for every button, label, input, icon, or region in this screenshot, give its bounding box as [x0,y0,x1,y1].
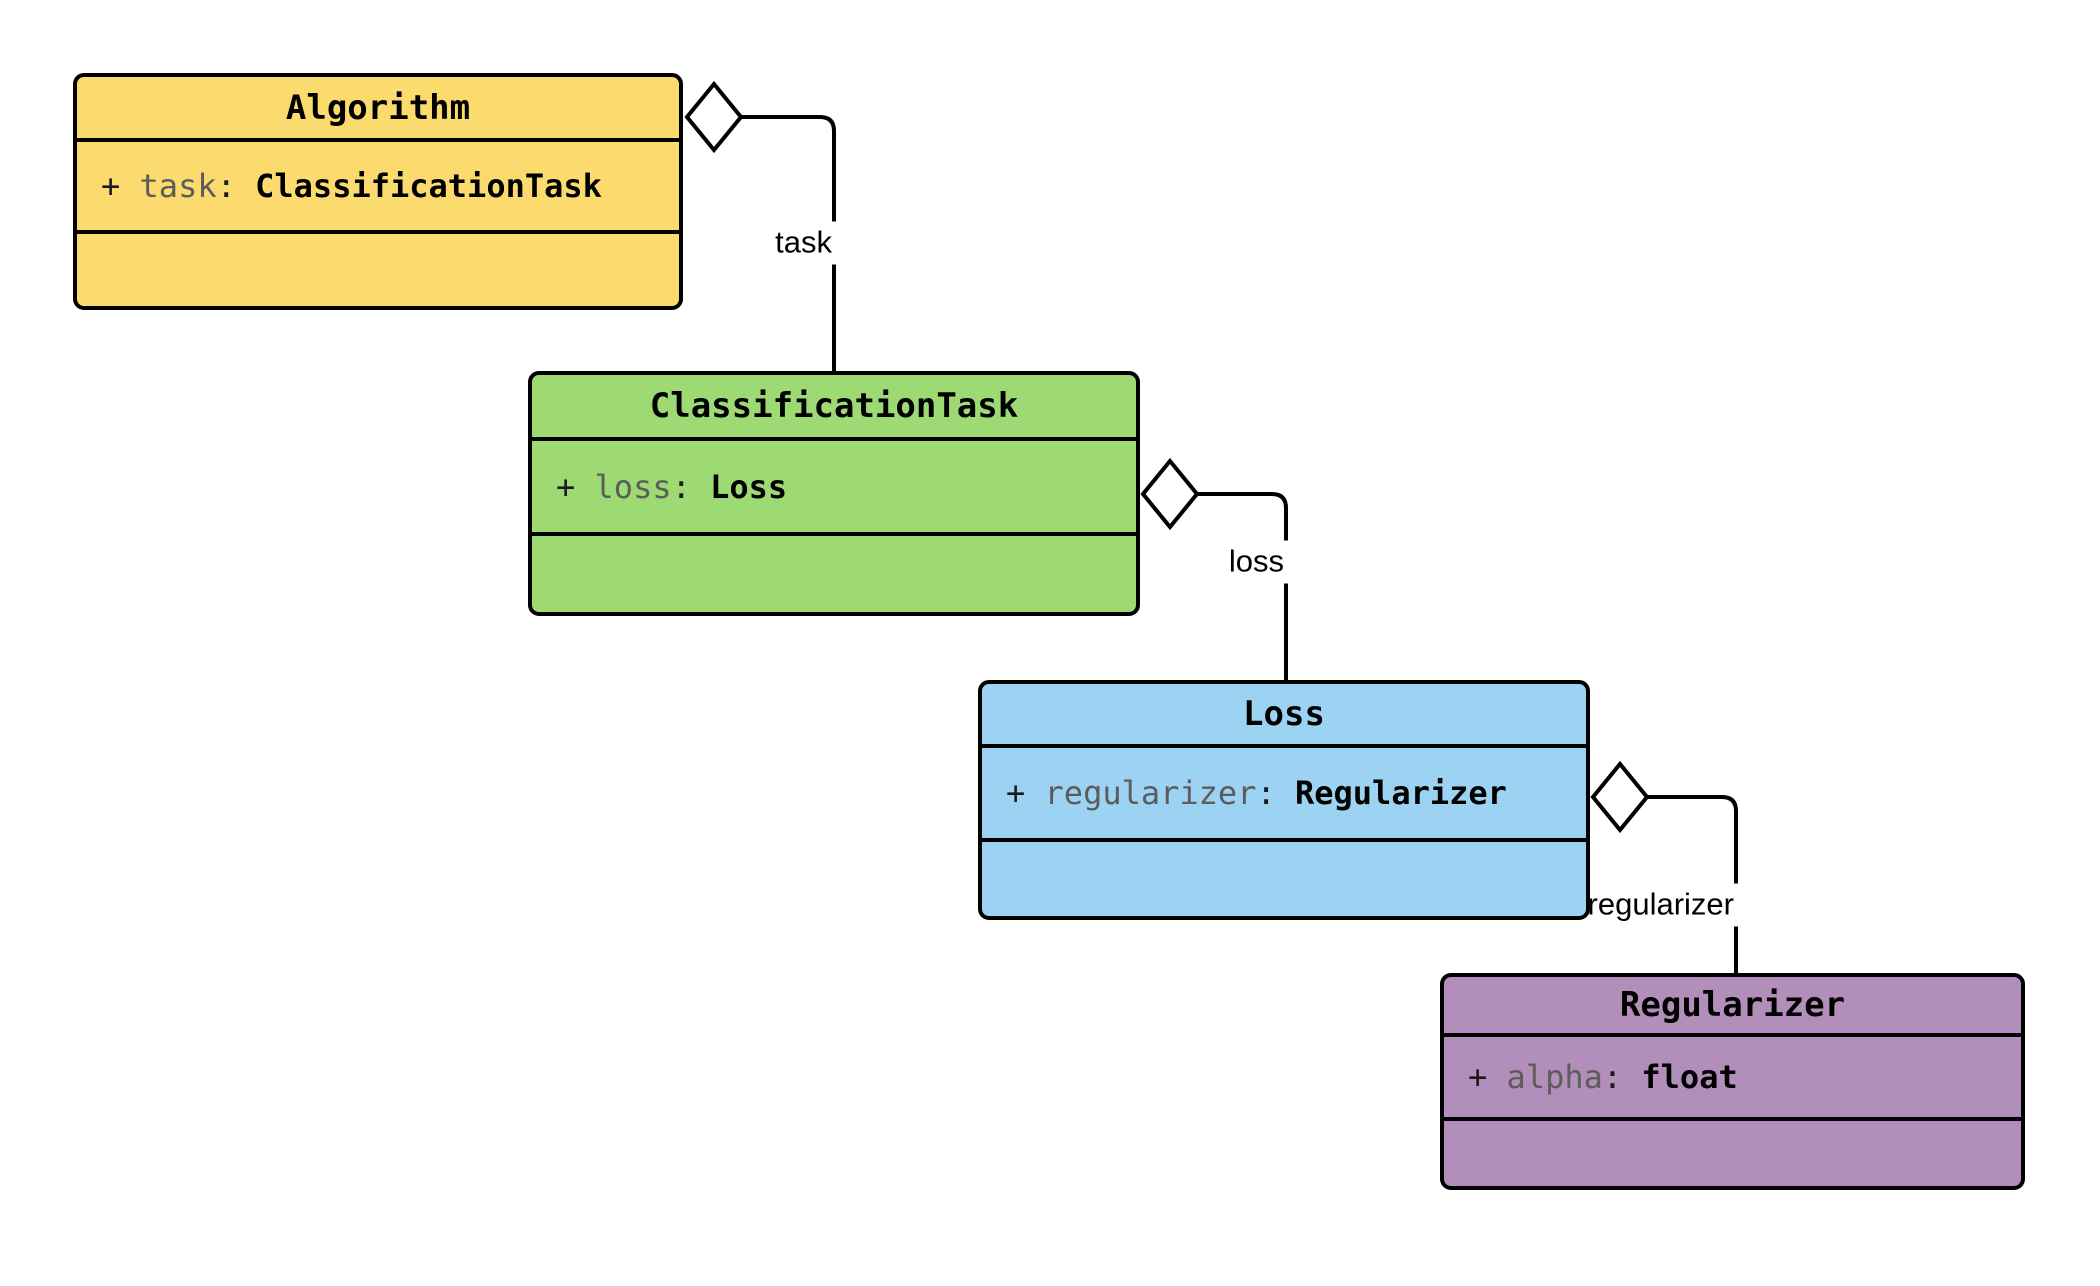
class-attributes-compartment-regularizer: + alpha: float [1444,1037,2021,1121]
attribute-colon: : [1256,774,1276,812]
class-methods-compartment-regularizer [1444,1121,2021,1186]
attribute-list-classificationtask: + loss: Loss [532,468,787,506]
class-methods-compartment-classificationtask [532,536,1136,612]
class-name-regularizer: Regularizer [1619,985,1846,1025]
attribute-type: ClassificationTask [255,167,602,205]
attribute-name: alpha [1506,1058,1603,1096]
attribute-name: regularizer [1044,774,1257,812]
attribute-visibility: + [556,467,576,506]
attribute-type: Regularizer [1294,774,1507,812]
class-box-classificationtask[interactable]: ClassificationTask + loss: Loss [528,371,1140,616]
class-methods-compartment-algorithm [77,234,679,306]
class-title-compartment-loss: Loss [982,684,1586,748]
class-box-loss[interactable]: Loss + regularizer: Regularizer [978,680,1590,920]
class-title-compartment-classificationtask: ClassificationTask [532,375,1136,441]
attribute-visibility: + [1468,1058,1488,1096]
aggregation-diamond-loss-regularizer [1590,760,1650,834]
attribute-list-loss: + regularizer: Regularizer [982,774,1507,812]
attribute-colon: : [216,167,236,205]
class-title-compartment-regularizer: Regularizer [1444,977,2021,1037]
class-attribute-row: + regularizer: Regularizer [982,774,1507,812]
attribute-type: float [1641,1058,1738,1096]
class-attribute-row: + task: ClassificationTask [77,167,602,205]
class-attributes-compartment-algorithm: + task: ClassificationTask [77,142,679,234]
class-title-compartment-algorithm: Algorithm [77,77,679,142]
relation-label-classificationtask-loss: loss [1222,540,1290,584]
attribute-visibility: + [1006,774,1026,812]
class-box-regularizer[interactable]: Regularizer + alpha: float [1440,973,2025,1190]
aggregation-diamond-classificationtask-loss [1140,457,1200,531]
relation-label-algorithm-task: task [769,221,838,265]
attribute-list-algorithm: + task: ClassificationTask [77,167,602,205]
class-name-loss: Loss [1243,694,1325,734]
relation-line-classificationtask-loss [1197,492,1288,680]
attribute-colon: : [671,467,691,506]
class-box-algorithm[interactable]: Algorithm + task: ClassificationTask [73,73,683,310]
attribute-type: Loss [710,467,788,506]
class-methods-compartment-loss [982,842,1586,916]
class-attributes-compartment-loss: + regularizer: Regularizer [982,748,1586,842]
class-attribute-row: + alpha: float [1444,1058,1738,1096]
attribute-name: task [139,167,217,205]
attribute-list-regularizer: + alpha: float [1444,1058,1738,1096]
attribute-visibility: + [101,167,121,205]
class-name-algorithm: Algorithm [285,87,471,128]
class-name-classificationtask: ClassificationTask [649,386,1019,426]
aggregation-diamond-algorithm-task [684,80,744,154]
attribute-colon: : [1602,1058,1623,1096]
class-attributes-compartment-classificationtask: + loss: Loss [532,441,1136,536]
attribute-name: loss [594,467,672,506]
class-attribute-row: + loss: Loss [532,468,787,506]
relation-label-loss-regularizer: regularizer [1581,883,1740,927]
